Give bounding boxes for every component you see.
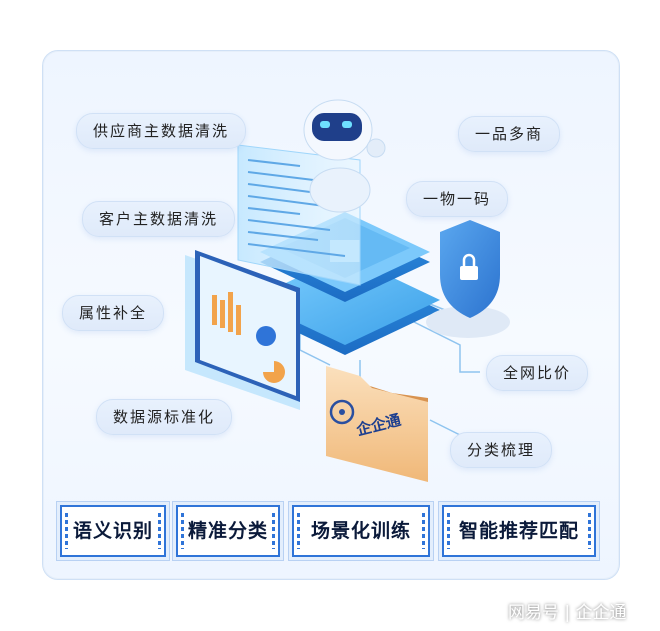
pill-price-comparison: 全网比价: [486, 355, 589, 391]
capability-precise-classification: 精准分类: [176, 505, 280, 557]
pill-one-item-one-code: 一物一码: [406, 181, 509, 217]
watermark: 网易号 | 企企通: [508, 603, 627, 623]
pill-one-item-multi-supplier: 一品多商: [458, 116, 561, 152]
pill-attribute-completion: 属性补全: [62, 295, 165, 331]
capability-semantic-recognition: 语义识别: [60, 505, 166, 557]
capability-smart-recommendation: 智能推荐匹配: [442, 505, 596, 557]
folder-icon: [326, 366, 428, 482]
robot-icon: [303, 99, 386, 213]
pill-data-source-standardization: 数据源标准化: [96, 399, 233, 435]
pill-classification: 分类梳理: [450, 432, 553, 468]
pill-customer-data-cleansing: 客户主数据清洗: [82, 201, 236, 237]
capability-scenario-training: 场景化训练: [292, 505, 430, 557]
code-panel: [237, 144, 361, 286]
shield-lock-icon: [426, 220, 510, 338]
pill-supplier-data-cleansing: 供应商主数据清洗: [76, 113, 247, 149]
chart-panel-icon: [185, 250, 300, 410]
